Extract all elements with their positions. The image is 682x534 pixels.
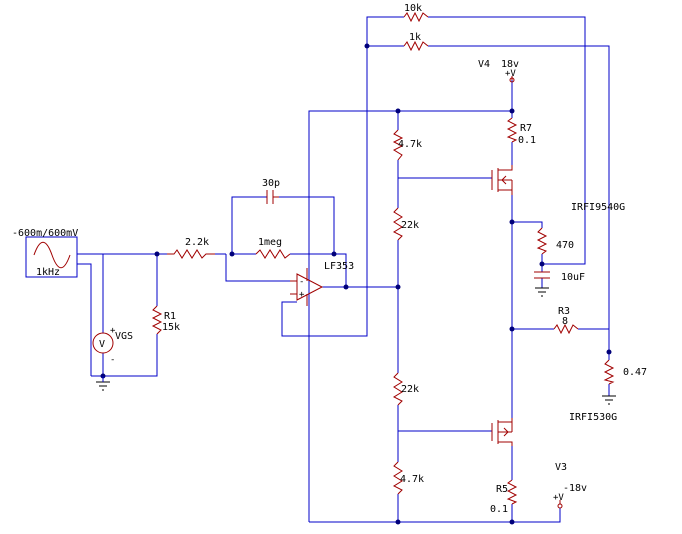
resistor-r7 <box>506 117 518 143</box>
junction-node <box>509 326 515 332</box>
wire-cap-loop <box>231 196 267 254</box>
label-v3: V3 <box>555 462 567 473</box>
label-22k-top: 22k <box>401 220 419 231</box>
label-1k: 1k <box>409 32 421 43</box>
junction-node <box>154 251 160 257</box>
label-v4: V4 <box>478 59 490 70</box>
label-10uf: 10uF <box>561 272 585 283</box>
junction-node <box>509 219 515 225</box>
label-source-value: -600m/600mV <box>12 228 78 239</box>
label-irfi9540g: IRFI9540G <box>571 202 625 213</box>
label-meter-v: V <box>99 339 105 350</box>
resistor-470 <box>536 227 548 255</box>
resistor-22k-top <box>392 207 403 241</box>
ground-input <box>96 381 110 391</box>
label-r7-value: 0.1 <box>518 135 536 146</box>
junction-node <box>395 108 401 114</box>
v3-supply <box>557 500 563 509</box>
label-22k-bottom: 22k <box>401 384 419 395</box>
junction-node <box>395 519 401 525</box>
voltmeter-vgs <box>92 332 114 354</box>
ground-load <box>602 395 616 405</box>
label-opamp-plus: + <box>299 290 305 300</box>
resistor-1meg <box>255 249 291 259</box>
junction-node <box>509 519 515 525</box>
mosfet-irfi530g <box>491 418 513 446</box>
wire-10k-feedback <box>366 16 404 46</box>
resistor-4k7-bottom <box>392 461 403 495</box>
v4-supply <box>509 76 515 83</box>
wire-top-rail <box>308 110 512 522</box>
junction-node <box>331 251 337 257</box>
wire-source-return <box>77 263 92 376</box>
label-r3-value: 8 <box>562 316 568 327</box>
resistor-047 <box>603 359 615 385</box>
label-r7: R7 <box>520 123 532 134</box>
wire-feedback-down <box>281 46 368 337</box>
resistor-r5 <box>506 479 518 505</box>
label-r3: R3 <box>558 306 570 317</box>
label-10k: 10k <box>404 3 422 14</box>
resistor-4k7-top <box>392 129 404 161</box>
label-irfi530g: IRFI530G <box>569 412 617 423</box>
resistor-22k-bottom <box>392 372 403 406</box>
label-v4-value: 18v <box>501 59 519 70</box>
resistor-r1 <box>151 305 163 335</box>
junctions <box>100 43 612 525</box>
label-meter-minus: - <box>110 355 115 365</box>
label-opamp-minus: - <box>299 277 304 287</box>
junction-node <box>229 251 235 257</box>
label-meter-plus: + <box>110 326 116 336</box>
label-lf353: LF353 <box>324 261 354 272</box>
wire-r1-bottom <box>91 334 158 377</box>
resistor-10k <box>403 11 429 23</box>
label-r5-value: 0.1 <box>490 504 508 515</box>
label-source-freq: 1kHz <box>36 267 60 278</box>
label-r1: R1 <box>164 311 176 322</box>
label-v-plus-bottom: +V <box>553 493 564 503</box>
wires <box>77 16 610 523</box>
label-r1-value: 15k <box>162 322 180 333</box>
junction-node <box>395 284 401 290</box>
wire-cap-loop-r <box>279 196 335 254</box>
label-1meg: 1meg <box>258 237 282 248</box>
ground-cap <box>535 287 549 297</box>
junction-node <box>343 284 349 290</box>
wire-zobel <box>512 221 543 228</box>
label-4k7-bottom: 4.7k <box>400 474 424 485</box>
label-4k7-top: 4.7k <box>398 139 422 150</box>
label-v3-value: -18v <box>563 483 587 494</box>
label-2k2: 2.2k <box>185 237 209 248</box>
label-r5: R5 <box>496 484 508 495</box>
resistor-2k2 <box>167 249 215 259</box>
label-047: 0.47 <box>623 367 647 378</box>
signal-source <box>25 236 78 278</box>
label-v-plus-top: +V <box>505 69 516 79</box>
resistor-1k <box>403 40 429 52</box>
junction-node <box>364 43 370 49</box>
resistor-r3 <box>553 323 579 335</box>
wire-10k-right <box>428 16 586 265</box>
wire-inv-input <box>225 254 297 282</box>
label-30p: 30p <box>262 178 280 189</box>
junction-node <box>539 261 545 267</box>
wire-opamp-fb <box>334 253 347 287</box>
label-470: 470 <box>556 240 574 251</box>
capacitor-10uf <box>534 271 550 279</box>
opamp-lf353 <box>290 268 324 306</box>
wire-bottom-rail <box>309 508 561 523</box>
mosfet-irfi9540g <box>491 165 513 195</box>
junction-node <box>509 108 515 114</box>
capacitor-30p <box>266 190 279 204</box>
junction-node <box>606 349 612 355</box>
label-vgs: VGS <box>115 331 133 342</box>
wire-1k-right <box>428 45 610 352</box>
